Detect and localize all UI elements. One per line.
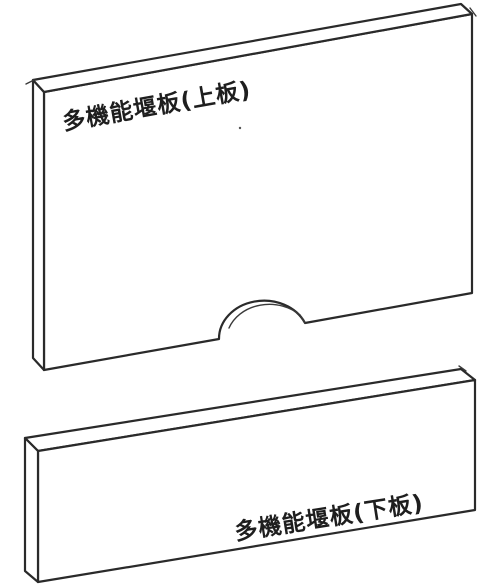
upper-board-sketch-stroke-2 (469, 7, 477, 17)
lower-board-sketch-stroke (458, 365, 467, 372)
upper-board: 多機能堰板(上板) (25, 2, 477, 372)
upper-board-sketch-stroke (25, 79, 35, 85)
upper-board-top-edge (31, 2, 474, 94)
ink-speck (238, 126, 242, 130)
upper-board-notch-shadow (299, 314, 306, 324)
upper-board-notch (228, 303, 301, 329)
upper-board-side-edge (31, 78, 46, 372)
lower-board-side-edge (23, 436, 40, 584)
lower-board: 多機能堰板(下板) (23, 365, 477, 584)
